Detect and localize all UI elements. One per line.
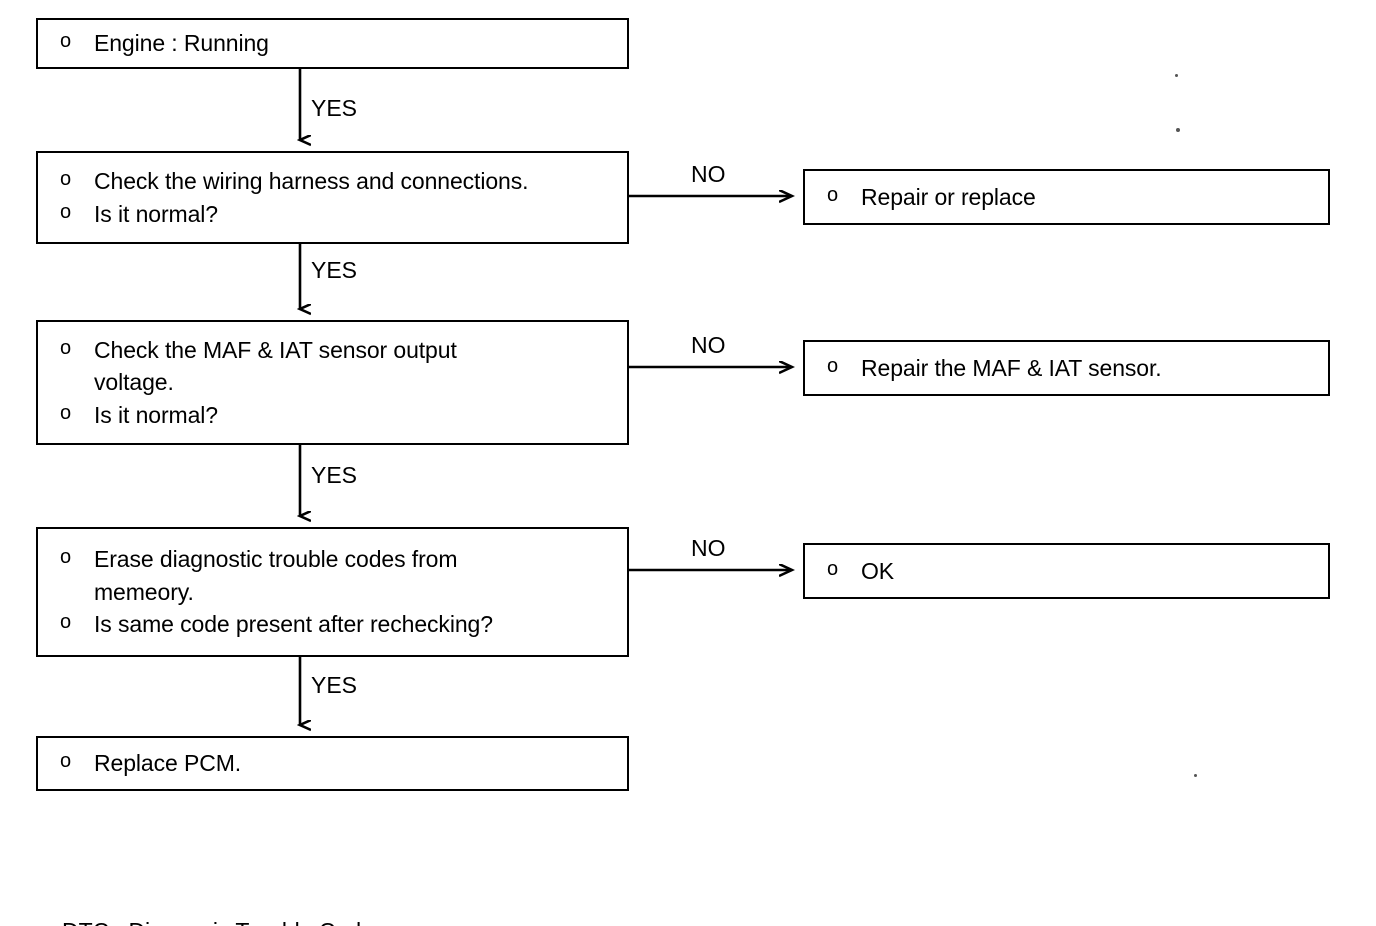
bullet-icon: o [60,30,72,53]
bullet-icon: o [827,183,839,206]
scan-speck [1175,74,1178,77]
edge-label-no-2: NO [691,332,726,358]
bullet-icon: o [60,200,72,223]
node-line-continuation: voltage. [38,366,627,399]
bullet-icon: o [60,611,72,634]
edge-label-yes-1: YES [311,95,358,121]
bullet-spacer [60,576,94,604]
node-text: memeory. [94,578,194,605]
legend: DTC : Diagnosis Trouble Code PCM : Power… [62,843,405,926]
node-check-wiring-harness: o Check the wiring harness and connectio… [36,151,629,244]
scan-speck [1176,128,1180,132]
node-ok: o OK [803,543,1330,599]
node-repair-maf-iat-sensor: o Repair the MAF & IAT sensor. [803,340,1330,396]
node-line: o Engine : Running [38,27,627,60]
node-text: Is same code present after rechecking? [94,611,493,638]
node-line: o Check the wiring harness and connectio… [38,165,627,198]
scan-speck [1194,774,1197,777]
node-line: o OK [805,555,1328,588]
node-line: o Replace PCM. [38,747,627,780]
node-repair-or-replace: o Repair or replace [803,169,1330,225]
node-text: Is it normal? [94,401,218,428]
node-text: Erase diagnostic trouble codes from [94,546,458,573]
bullet-icon: o [827,354,839,377]
node-text: voltage. [94,369,174,396]
edge-label-no-3: NO [691,535,726,561]
node-line-continuation: memeory. [38,576,627,609]
bullet-spacer [60,366,94,394]
node-text: Is it normal? [94,200,218,227]
node-text: Engine : Running [94,30,269,57]
node-check-maf-iat-output-voltage: o Check the MAF & IAT sensor output volt… [36,320,629,445]
node-line: o Repair the MAF & IAT sensor. [805,352,1328,385]
node-text: Replace PCM. [94,750,242,777]
edge-label-yes-4: YES [311,672,358,698]
node-text: Repair or replace [861,183,1036,210]
bullet-icon: o [60,167,72,190]
node-line: o Is same code present after rechecking? [38,608,627,641]
edge-label-yes-3: YES [311,462,358,488]
node-replace-pcm: o Replace PCM. [36,736,629,791]
node-line: o Erase diagnostic trouble codes from [38,543,627,576]
bullet-icon: o [60,750,72,773]
node-line: o Is it normal? [38,399,627,432]
node-line: o Is it normal? [38,198,627,231]
bullet-icon: o [60,546,72,569]
edge-label-yes-2: YES [311,257,358,283]
bullet-icon: o [827,557,839,580]
bullet-icon: o [60,401,72,424]
edge-label-no-1: NO [691,161,726,187]
node-line: o Repair or replace [805,181,1328,214]
node-line: o Check the MAF & IAT sensor output [38,334,627,367]
node-erase-dtc-from-memory: o Erase diagnostic trouble codes from me… [36,527,629,657]
bullet-icon: o [60,336,72,359]
node-text: Check the wiring harness and connections… [94,167,529,194]
node-text: OK [861,557,895,584]
node-text: Repair the MAF & IAT sensor. [861,354,1162,381]
node-engine-running: o Engine : Running [36,18,629,69]
legend-line-dtc: DTC : Diagnosis Trouble Code [62,914,405,926]
node-text: Check the MAF & IAT sensor output [94,336,457,363]
